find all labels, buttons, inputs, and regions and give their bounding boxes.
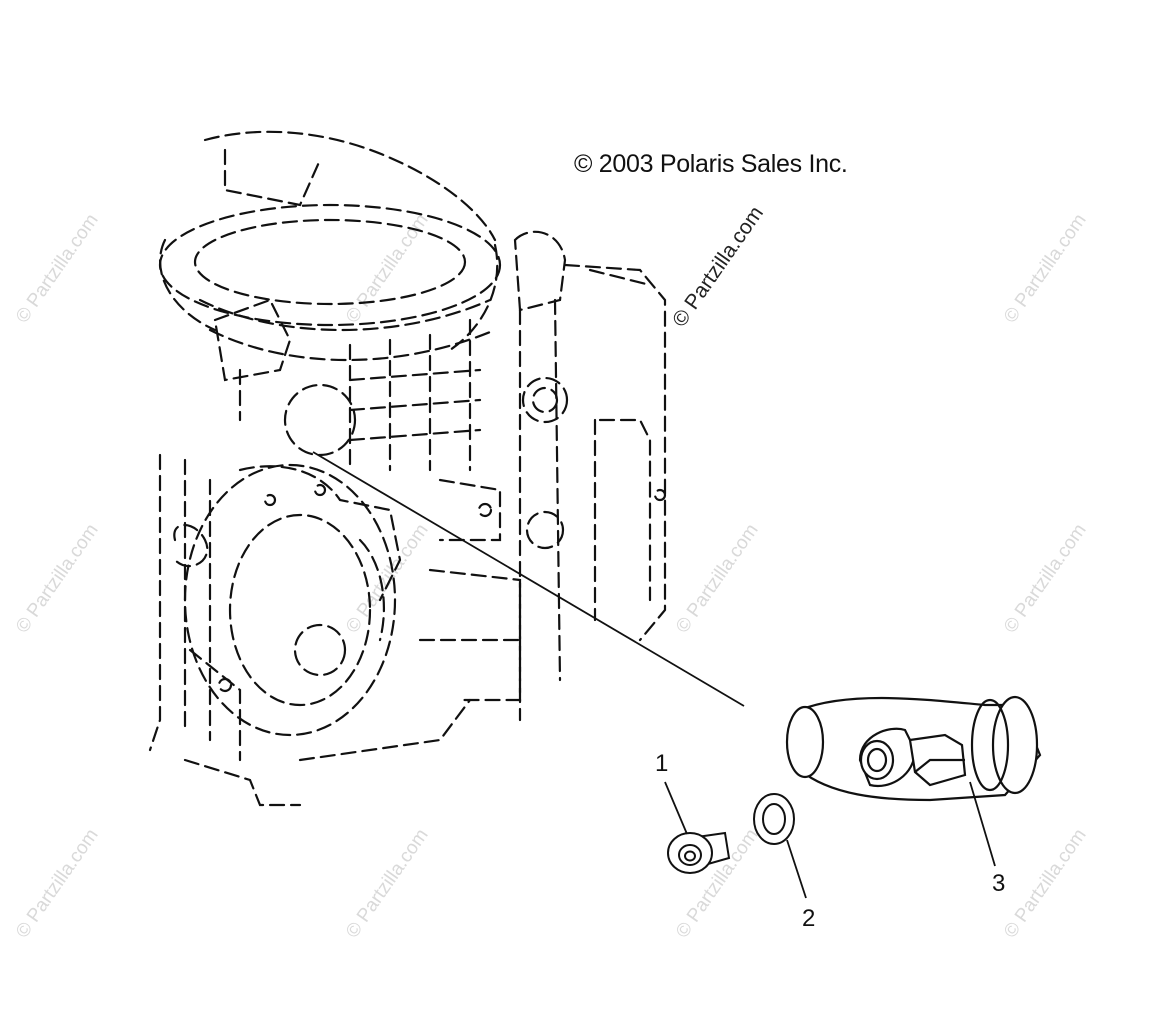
callout-label-3: 3 (992, 870, 1006, 897)
callout-leader-3 (969, 781, 996, 867)
elbow-fitting-icon (785, 695, 1042, 802)
callout-label-1: 1 (655, 750, 669, 777)
washer-icon (753, 793, 795, 845)
engine-block-icon (148, 130, 667, 807)
leader-line (312, 451, 745, 707)
copyright-text: © 2003 Polaris Sales Inc. (574, 150, 848, 178)
callout-label-2: 2 (802, 905, 816, 932)
callout-leader-1 (664, 781, 688, 835)
plug-icon (667, 831, 731, 874)
callout-leader-2 (786, 839, 807, 899)
